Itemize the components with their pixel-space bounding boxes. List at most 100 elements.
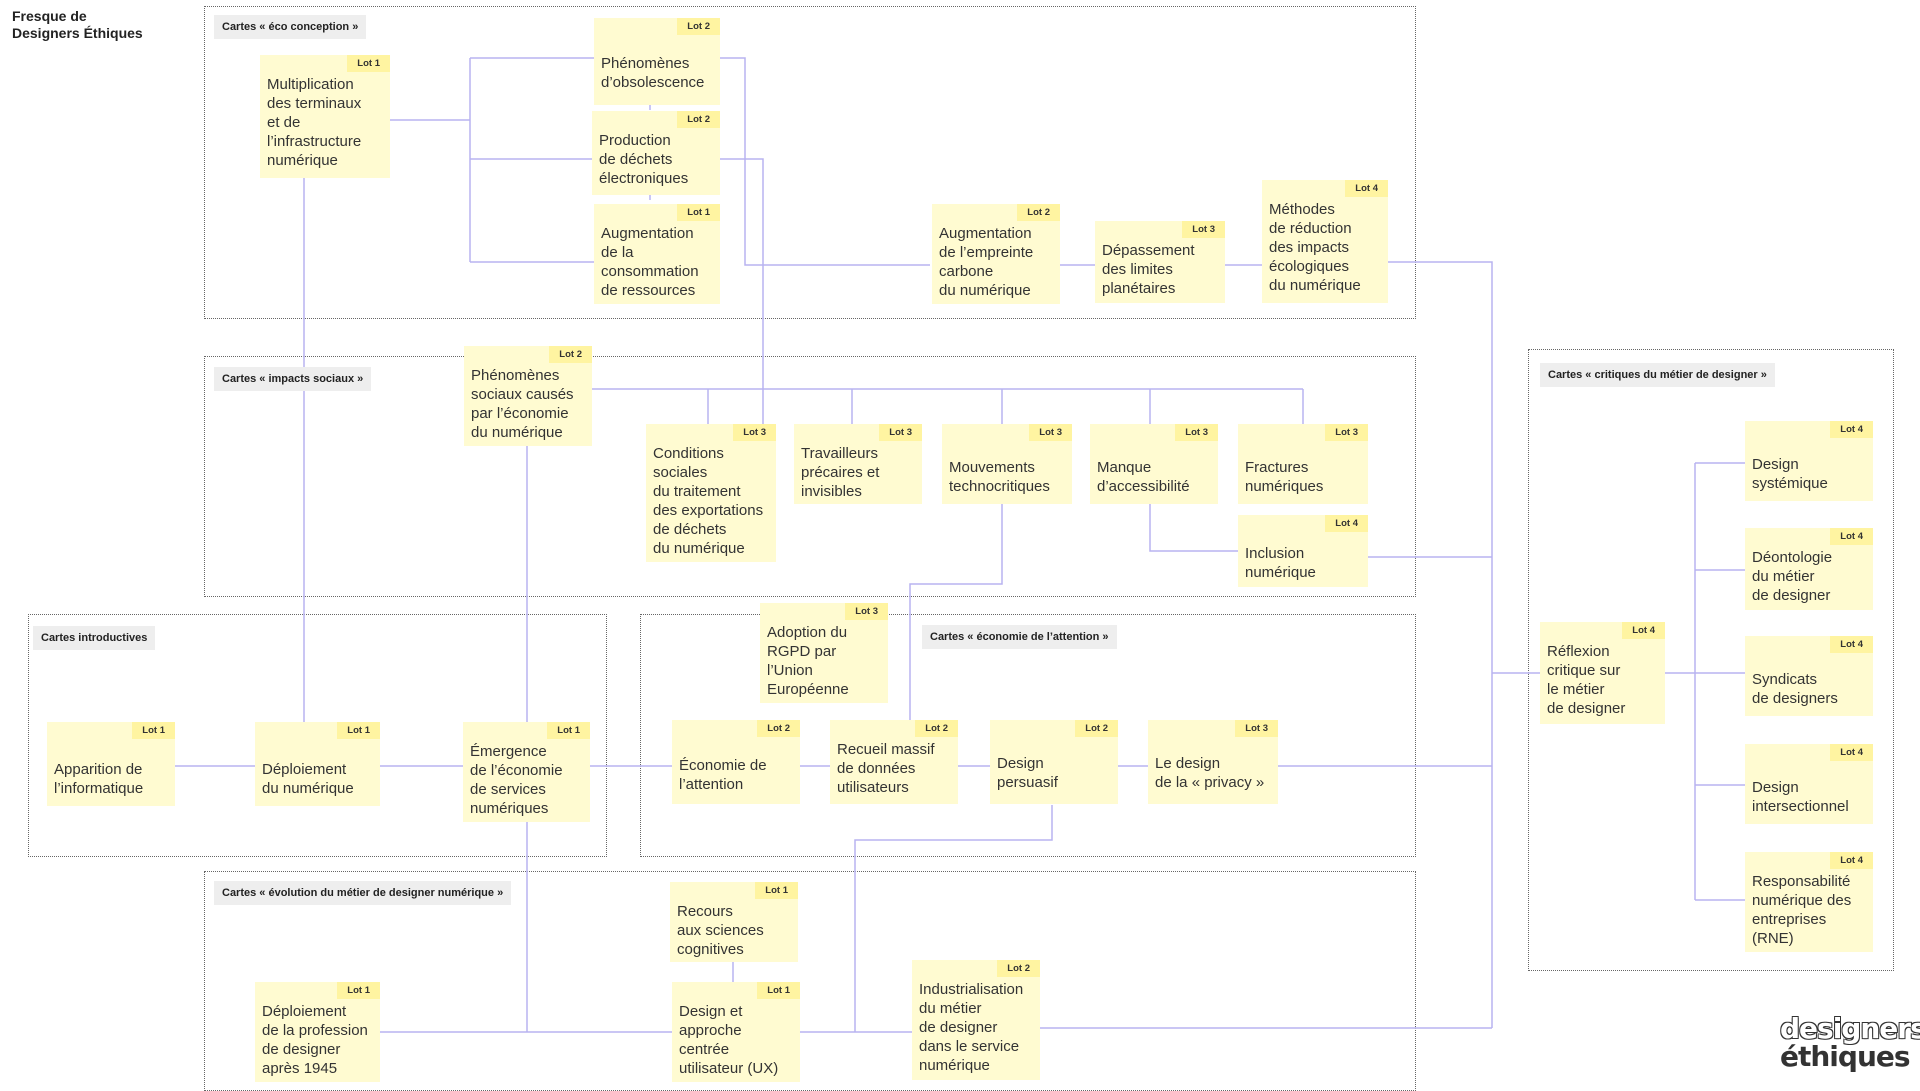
card-rne[interactable]: Lot 4 Responsabilité numérique des entre… (1745, 852, 1873, 952)
card-methodes-reduction[interactable]: Lot 4 Méthodes de réduction des impacts … (1262, 180, 1388, 303)
lot-tag: Lot 4 (1830, 636, 1873, 653)
group-eco-conception (204, 6, 1416, 319)
lot-tag: Lot 3 (879, 424, 922, 441)
card-reflexion-critique[interactable]: Lot 4 Réflexion critique sur le métier d… (1540, 622, 1665, 724)
card-empreinte-carbone[interactable]: Lot 2 Augmentation de l’empreinte carbon… (932, 204, 1060, 304)
card-text: Apparition de l’informatique (54, 761, 144, 797)
card-text: Design et approche centrée utilisateur (… (679, 1003, 779, 1077)
card-industrialisation[interactable]: Lot 2 Industrialisation du métier de des… (912, 960, 1040, 1080)
card-design-privacy[interactable]: Lot 3 Le design de la « privacy » (1148, 720, 1278, 804)
lot-tag: Lot 1 (757, 982, 800, 999)
card-design-systemique[interactable]: Lot 4 Design systémique (1745, 421, 1873, 501)
card-design-ux[interactable]: Lot 1 Design et approche centrée utilisa… (672, 982, 800, 1082)
lot-tag: Lot 4 (1830, 852, 1873, 869)
lot-tag: Lot 2 (677, 111, 720, 128)
lot-tag: Lot 2 (997, 960, 1040, 977)
card-text: Design systémique (1752, 456, 1828, 492)
card-deploiement-profession[interactable]: Lot 1 Déploiement de la profession de de… (255, 982, 380, 1082)
lot-tag: Lot 2 (915, 720, 958, 737)
card-consommation-ressources[interactable]: Lot 1 Augmentation de la consommation de… (594, 204, 720, 304)
card-text: Augmentation de la consommation de resso… (601, 225, 699, 299)
page-title-line1: Fresque de (12, 8, 87, 24)
lot-tag: Lot 1 (132, 722, 175, 739)
lot-tag: Lot 4 (1325, 515, 1368, 532)
card-multiplication-terminaux[interactable]: Lot 1 Multiplication des terminaux et de… (260, 55, 390, 178)
lot-tag: Lot 2 (757, 720, 800, 737)
lot-tag: Lot 1 (337, 982, 380, 999)
card-text: Design persuasif (997, 755, 1058, 791)
lot-tag: Lot 4 (1830, 744, 1873, 761)
card-text: Design intersectionnel (1752, 779, 1849, 815)
lot-tag: Lot 4 (1622, 622, 1665, 639)
lot-tag: Lot 3 (845, 603, 888, 620)
card-text: Responsabilité numérique des entreprises… (1752, 873, 1852, 947)
lot-tag: Lot 3 (1029, 424, 1072, 441)
card-fractures-numeriques[interactable]: Lot 3 Fractures numériques (1238, 424, 1368, 504)
lot-tag: Lot 1 (755, 882, 798, 899)
card-travailleurs-precaires[interactable]: Lot 3 Travailleurs précaires et invisibl… (794, 424, 922, 504)
lot-tag: Lot 1 (677, 204, 720, 221)
card-phenomenes-sociaux[interactable]: Lot 2 Phénomènes sociaux causés par l’éc… (464, 346, 592, 446)
group-label-critique: Cartes « critiques du métier de designer… (1540, 363, 1775, 387)
card-deploiement-numerique[interactable]: Lot 1 Déploiement du numérique (255, 722, 380, 806)
lot-tag: Lot 2 (549, 346, 592, 363)
card-conditions-sociales[interactable]: Lot 3 Conditions sociales du traitement … (646, 424, 776, 562)
group-label-intro: Cartes introductives (33, 626, 156, 650)
lot-tag: Lot 2 (1017, 204, 1060, 221)
card-recueil-donnees[interactable]: Lot 2 Recueil massif de données utilisat… (830, 720, 958, 804)
card-manque-accessibilite[interactable]: Lot 3 Manque d’accessibilité (1090, 424, 1218, 504)
group-critiques-metier (1528, 349, 1894, 971)
lot-tag: Lot 3 (733, 424, 776, 441)
card-text: Recueil massif de données utilisateurs (837, 741, 935, 796)
card-text: Déploiement du numérique (262, 761, 354, 797)
group-label-evolution: Cartes « évolution du métier de designer… (214, 881, 512, 905)
group-label-attention: Cartes « économie de l’attention » (922, 625, 1117, 649)
lot-tag: Lot 3 (1175, 424, 1218, 441)
lot-tag: Lot 4 (1345, 180, 1388, 197)
card-text: Recours aux sciences cognitives (677, 903, 764, 958)
lot-tag: Lot 4 (1830, 421, 1873, 438)
card-text: Industrialisation du métier de designer … (919, 981, 1024, 1074)
logo-line1: designers (1780, 1012, 1920, 1045)
lot-tag: Lot 2 (1075, 720, 1118, 737)
card-text: Multiplication des terminaux et de l’inf… (267, 76, 362, 169)
lot-tag: Lot 4 (1830, 528, 1873, 545)
card-text: Augmentation de l’empreinte carbone du n… (939, 225, 1034, 299)
card-apparition-informatique[interactable]: Lot 1 Apparition de l’informatique (47, 722, 175, 806)
card-economie-attention[interactable]: Lot 2 Économie de l’attention (672, 720, 800, 804)
card-adoption-rgpd[interactable]: Lot 3 Adoption du RGPD par l’Union Europ… (760, 603, 888, 703)
card-emergence-services[interactable]: Lot 1 Émergence de l’économie de service… (463, 722, 590, 822)
card-inclusion-numerique[interactable]: Lot 4 Inclusion numérique (1238, 515, 1368, 587)
card-dechets-electroniques[interactable]: Lot 2 Production de déchets électronique… (592, 111, 720, 195)
designers-ethiques-logo: designers éthiques (1780, 1015, 1920, 1071)
card-deontologie[interactable]: Lot 4 Déontologie du métier de designer (1745, 528, 1873, 610)
card-text: Dépassement des limites planétaires (1102, 242, 1195, 297)
card-text: Le design de la « privacy » (1155, 755, 1265, 791)
card-text: Phénomènes d’obsolescence (601, 55, 705, 91)
card-text: Émergence de l’économie de services numé… (470, 743, 563, 817)
page-title-line2: Designers Éthiques (12, 25, 143, 41)
card-obsolescence[interactable]: Lot 2 Phénomènes d’obsolescence (594, 18, 720, 105)
card-design-intersectionnel[interactable]: Lot 4 Design intersectionnel (1745, 744, 1873, 824)
card-text: Manque d’accessibilité (1097, 459, 1190, 495)
logo-line2: éthiques (1780, 1040, 1911, 1073)
card-text: Déontologie du métier de designer (1752, 549, 1833, 604)
card-text: Mouvements technocritiques (949, 459, 1050, 495)
group-label-social: Cartes « impacts sociaux » (214, 367, 372, 391)
lot-tag: Lot 1 (547, 722, 590, 739)
card-text: Économie de l’attention (679, 757, 767, 793)
lot-tag: Lot 2 (677, 18, 720, 35)
card-text: Production de déchets électroniques (599, 132, 689, 187)
card-limites-planetaires[interactable]: Lot 3 Dépassement des limites planétaire… (1095, 221, 1225, 303)
card-design-persuasif[interactable]: Lot 2 Design persuasif (990, 720, 1118, 804)
lot-tag: Lot 3 (1325, 424, 1368, 441)
card-text: Travailleurs précaires et invisibles (801, 445, 880, 500)
card-text: Conditions sociales du traitement des ex… (653, 445, 764, 557)
card-mouvements-technocritiques[interactable]: Lot 3 Mouvements technocritiques (942, 424, 1072, 504)
card-recours-sciences[interactable]: Lot 1 Recours aux sciences cognitives (670, 882, 798, 962)
card-text: Fractures numériques (1245, 459, 1324, 495)
group-label-eco: Cartes « éco conception » (214, 15, 367, 39)
card-syndicats[interactable]: Lot 4 Syndicats de designers (1745, 636, 1873, 716)
card-text: Réflexion critique sur le métier de desi… (1547, 643, 1626, 717)
card-text: Inclusion numérique (1245, 545, 1316, 581)
